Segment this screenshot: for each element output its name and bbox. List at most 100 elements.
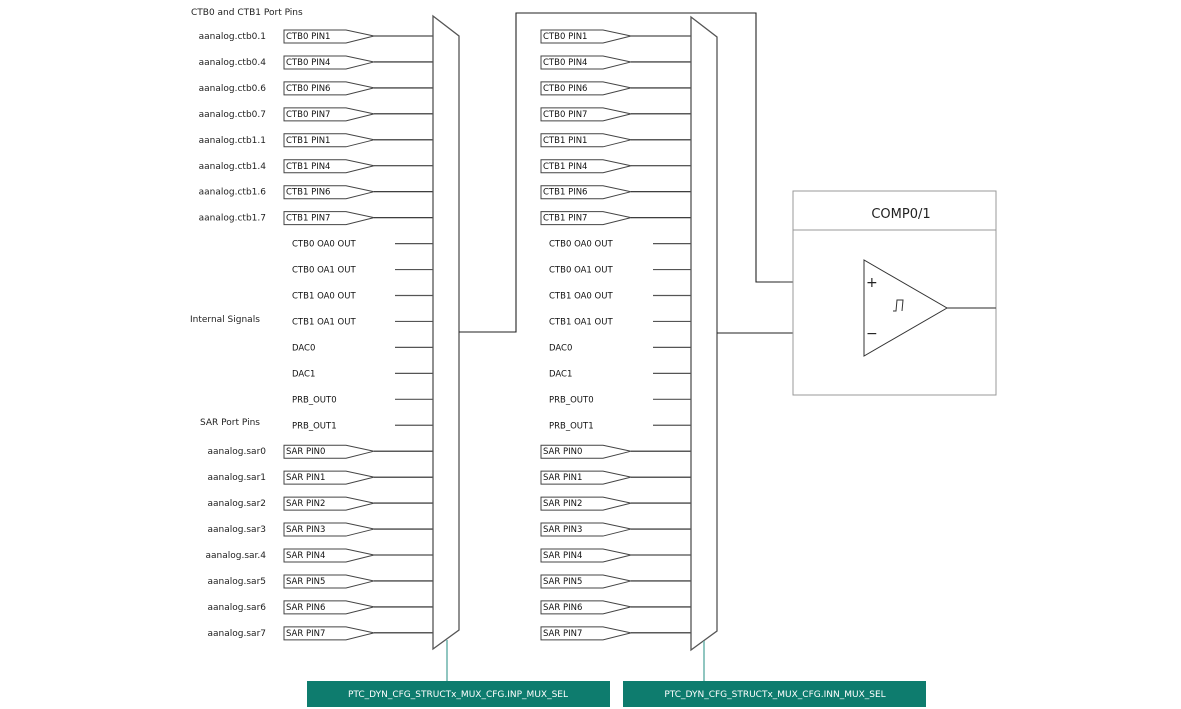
port-signal-name: aanalog.ctb1.1 <box>199 136 266 146</box>
pin-connector <box>540 548 632 563</box>
pin-connector <box>540 574 632 589</box>
negative-mux-select-box[interactable] <box>623 681 926 707</box>
internal-signal-label: DAC1 <box>292 369 315 379</box>
mux-input-row: PRB_OUT1 <box>292 421 433 431</box>
pin-connector <box>283 133 375 148</box>
negative-mux-select-register[interactable]: PTC_DYN_CFG_STRUCTx_MUX_CFG.INN_MUX_SEL <box>623 681 926 707</box>
pin-label: SAR PIN6 <box>286 603 325 613</box>
pin-label: CTB1 PIN4 <box>286 162 330 172</box>
pin-label: SAR PIN2 <box>543 499 582 509</box>
pin-connector <box>283 496 375 511</box>
pin-connector <box>283 626 375 641</box>
mux-input-row: CTB1 PIN4 <box>283 159 433 174</box>
pin-connector <box>540 159 632 174</box>
pin-connector <box>283 29 375 44</box>
pin-label: CTB0 PIN7 <box>543 110 587 120</box>
mux-input-row: CTB0 PIN4 <box>540 55 691 70</box>
port-signal-name: aanalog.sar.4 <box>206 551 267 561</box>
internal-signal-label: CTB1 OA0 OUT <box>292 292 356 302</box>
positive-input-mux <box>432 14 460 651</box>
port-signal-name: aanalog.sar7 <box>208 629 266 639</box>
port-signal-names: aanalog.ctb0.1aanalog.ctb0.4aanalog.ctb0… <box>199 32 267 639</box>
pin-label: CTB0 PIN7 <box>286 110 330 120</box>
pin-label: CTB1 PIN1 <box>286 136 330 146</box>
mux-input-row: SAR PIN5 <box>540 574 691 589</box>
port-signal-name: aanalog.sar2 <box>208 499 266 509</box>
mux-input-row: PRB_OUT0 <box>292 395 433 405</box>
port-signal-name: aanalog.ctb1.6 <box>199 188 267 198</box>
pin-label: CTB1 PIN6 <box>286 188 330 198</box>
mux-input-row: SAR PIN7 <box>283 626 433 641</box>
pin-connector <box>540 211 632 226</box>
mux-input-row: CTB1 PIN6 <box>540 185 691 200</box>
pin-label: SAR PIN0 <box>543 447 582 457</box>
mux-input-row: DAC0 <box>292 343 433 353</box>
pin-label: SAR PIN6 <box>543 603 582 613</box>
positive-mux-select-register[interactable]: PTC_DYN_CFG_STRUCTx_MUX_CFG.INP_MUX_SEL <box>307 681 610 707</box>
pin-label: CTB1 PIN6 <box>543 188 587 198</box>
negative-input-mux <box>690 15 718 652</box>
pin-label: SAR PIN5 <box>286 577 325 587</box>
pin-label: SAR PIN1 <box>286 473 325 483</box>
mux-input-row: SAR PIN7 <box>540 626 691 641</box>
pin-connector <box>283 548 375 563</box>
mux-input-row: CTB0 PIN6 <box>283 81 433 96</box>
internal-signal-label: CTB0 OA1 OUT <box>292 266 356 276</box>
pin-label: SAR PIN3 <box>543 525 582 535</box>
port-signal-name: aanalog.sar0 <box>208 447 267 457</box>
pin-label: CTB0 PIN4 <box>543 58 587 68</box>
mux-input-row: DAC1 <box>549 369 691 379</box>
comparator-title: COMP0/1 <box>871 207 930 222</box>
negative-mux-select-label: PTC_DYN_CFG_STRUCTx_MUX_CFG.INN_MUX_SEL <box>664 690 885 700</box>
mux-input-row: SAR PIN0 <box>283 444 433 459</box>
port-signal-name: aanalog.ctb0.7 <box>199 110 266 120</box>
pin-connector <box>283 185 375 200</box>
mux-input-row: SAR PIN6 <box>540 600 691 615</box>
mux-input-row: SAR PIN3 <box>540 522 691 537</box>
pin-connector <box>283 444 375 459</box>
pin-label: SAR PIN4 <box>286 551 325 561</box>
mux-input-row: SAR PIN2 <box>283 496 433 511</box>
pin-label: CTB1 PIN4 <box>543 162 587 172</box>
pin-label: CTB1 PIN1 <box>543 136 587 146</box>
pin-connector <box>540 133 632 148</box>
mux-input-row: CTB0 PIN6 <box>540 81 691 96</box>
mux-input-row: SAR PIN5 <box>283 574 433 589</box>
mux-input-row: SAR PIN2 <box>540 496 691 511</box>
pin-connector <box>540 522 632 537</box>
mux-input-row: DAC0 <box>549 343 691 353</box>
mux-input-row: CTB1 PIN1 <box>540 133 691 148</box>
mux-input-row: CTB1 PIN1 <box>283 133 433 148</box>
positive-mux-select-box[interactable] <box>307 681 610 707</box>
mux-input-row: CTB0 OA1 OUT <box>292 266 433 276</box>
internal-signal-label: DAC0 <box>292 343 315 353</box>
mux-input-row: SAR PIN1 <box>283 470 433 485</box>
mux-input-row: CTB0 PIN7 <box>540 107 691 122</box>
mux-input-row: PRB_OUT1 <box>549 421 691 431</box>
mux-input-row: SAR PIN4 <box>540 548 691 563</box>
pin-connector <box>283 522 375 537</box>
mux-input-row: CTB1 PIN7 <box>540 211 691 226</box>
port-signal-name: aanalog.ctb1.4 <box>199 162 267 172</box>
mux-input-row: CTB1 OA0 OUT <box>549 292 691 302</box>
pin-label: SAR PIN4 <box>543 551 582 561</box>
pin-label: SAR PIN7 <box>543 629 582 639</box>
port-signal-name: aanalog.sar6 <box>208 603 267 613</box>
pin-label: CTB0 PIN1 <box>543 32 587 42</box>
pin-connector <box>540 81 632 96</box>
section-label-internal-signals: Internal Signals <box>190 315 260 325</box>
mux-input-row: CTB1 OA1 OUT <box>549 317 691 327</box>
mux-input-row: CTB0 PIN1 <box>283 29 433 44</box>
pin-connector <box>283 159 375 174</box>
mux-input-row: SAR PIN3 <box>283 522 433 537</box>
pin-label: SAR PIN1 <box>543 473 582 483</box>
mux-input-row: CTB0 OA0 OUT <box>549 240 691 250</box>
internal-signal-label: CTB1 OA1 OUT <box>292 317 356 327</box>
pin-label: SAR PIN3 <box>286 525 325 535</box>
mux-input-row: PRB_OUT0 <box>549 395 691 405</box>
internal-signal-label: CTB0 OA0 OUT <box>549 240 613 250</box>
mux-input-row: SAR PIN0 <box>540 444 691 459</box>
pin-connector <box>283 574 375 589</box>
pin-connector <box>283 211 375 226</box>
pin-label: SAR PIN7 <box>286 629 325 639</box>
